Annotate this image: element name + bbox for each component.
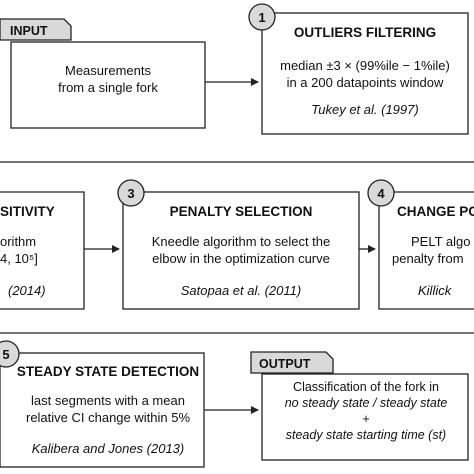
step2-citation: (2014): [8, 283, 46, 298]
step3-text-line-1: Kneedle algorithm to select the: [152, 234, 331, 249]
step3-title: PENALTY SELECTION: [170, 204, 313, 219]
output-box: OUTPUT Classification of the fork in no …: [250, 351, 469, 461]
step2-box: SITIVITY orithm 4, 10⁵] (2014): [0, 191, 85, 310]
step2-text-line-2: 4, 10⁵]: [0, 251, 38, 266]
step1-number: 1: [258, 10, 265, 25]
step5-box: 5 STEADY STATE DETECTION last segments w…: [0, 340, 205, 468]
step3-number: 3: [127, 186, 134, 201]
output-tag-label: OUTPUT: [259, 357, 311, 371]
step5-number-badge: 5: [0, 340, 20, 368]
input-text-line-1: Measurements: [65, 63, 151, 78]
step3-text-line-2: elbow in the optimization curve: [152, 251, 330, 266]
input-box: INPUT Measurements from a single fork: [0, 18, 206, 129]
output-tag: OUTPUT: [250, 351, 334, 374]
step2-title: SITIVITY: [0, 204, 55, 219]
step1-text-line-2: in a 200 datapoints window: [287, 75, 444, 90]
input-text-line-2: from a single fork: [58, 80, 158, 95]
step5-title: STEADY STATE DETECTION: [17, 364, 199, 379]
step3-box: 3 PENALTY SELECTION Kneedle algorithm to…: [117, 179, 360, 310]
step2-text-line-1: orithm: [0, 234, 36, 249]
step4-box: 4 CHANGE PO PELT algo penalty from Killi…: [367, 179, 474, 310]
step4-text-line-1: PELT algo: [411, 234, 471, 249]
step5-number: 5: [2, 347, 9, 362]
step5-citation: Kalibera and Jones (2013): [32, 441, 185, 456]
step4-citation: Killick: [418, 283, 453, 298]
step4-number-badge: 4: [367, 179, 395, 207]
input-tag-label: INPUT: [10, 24, 48, 38]
step4-text-line-2: penalty from: [392, 251, 464, 266]
step1-number-badge: 1: [248, 3, 276, 31]
step1-text-line-1: median ±3 × (99%ile − 1%ile): [280, 58, 450, 73]
input-tag: INPUT: [0, 18, 72, 41]
step4-title: CHANGE PO: [397, 204, 474, 219]
output-text-line-4: steady state starting time (st): [286, 428, 446, 442]
step1-title: OUTLIERS FILTERING: [294, 25, 436, 40]
step3-citation: Satopaa et al. (2011): [181, 283, 301, 298]
output-text-line-1: Classification of the fork in: [293, 380, 439, 394]
step1-citation: Tukey et al. (1997): [311, 102, 418, 117]
step5-text-line-1: last segments with a mean: [31, 393, 185, 408]
output-plus: +: [362, 412, 369, 426]
step4-number: 4: [377, 186, 385, 201]
output-text-line-2: no steady state / steady state: [285, 396, 448, 410]
step5-text-line-2: relative CI change within 5%: [26, 410, 190, 425]
step3-number-badge: 3: [117, 179, 145, 207]
step1-box: 1 OUTLIERS FILTERING median ±3 × (99%ile…: [248, 3, 469, 135]
